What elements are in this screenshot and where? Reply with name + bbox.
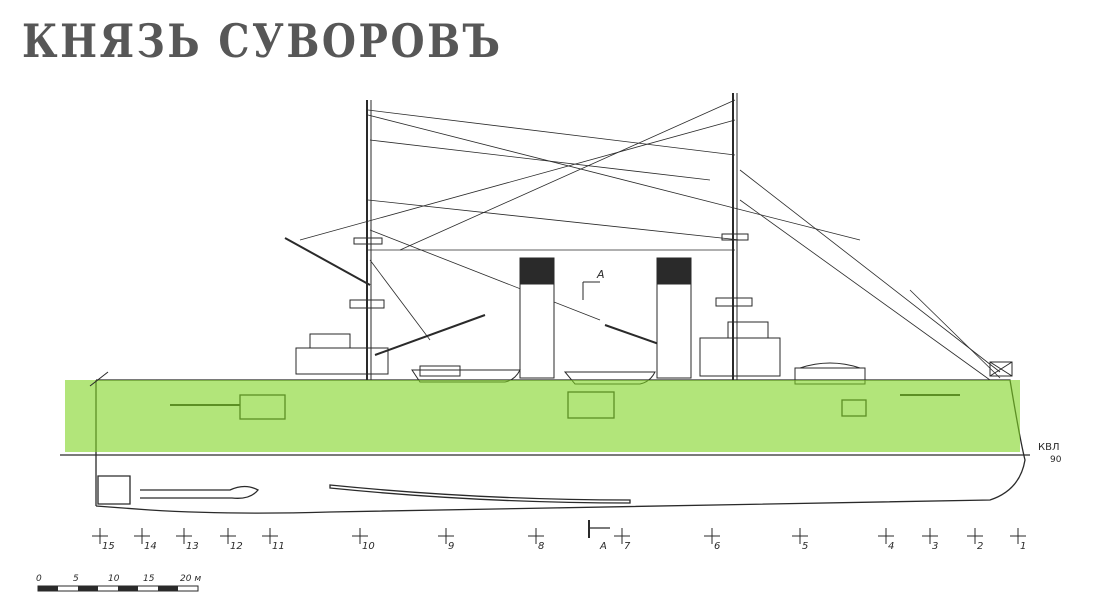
frame-label: 4 <box>888 541 894 552</box>
frame-label: 11 <box>272 541 285 552</box>
superstructure <box>295 321 866 385</box>
scale-tick-label: 20 м <box>180 574 201 584</box>
rigging-lines <box>299 99 1001 381</box>
frame-label: 13 <box>186 541 199 552</box>
scale-tick-label: 0 <box>36 574 42 584</box>
frame-station-10: 10 <box>352 528 375 552</box>
frame-station-1: 1 <box>1010 528 1026 552</box>
scale-tick-label: 10 <box>108 574 120 584</box>
boat-cranes <box>284 237 691 356</box>
highlight-band <box>65 380 1020 452</box>
frame-label: 15 <box>102 541 115 552</box>
frame-station-7: 7 <box>614 528 631 552</box>
frame-station-13: 13 <box>176 528 199 552</box>
draught-label: 90 <box>1050 455 1062 465</box>
frame-label: 8 <box>538 541 544 552</box>
fore-and-main-masts <box>349 93 753 380</box>
frame-station-A: A <box>599 541 607 552</box>
frame-station-4: 4 <box>878 528 894 552</box>
frame-station-3: 3 <box>922 528 938 552</box>
frame-label: 1 <box>1020 541 1026 552</box>
frame-label: 9 <box>448 541 454 552</box>
frame-station-2: 2 <box>967 528 983 552</box>
frame-label: 6 <box>714 541 720 552</box>
funnels <box>519 257 692 379</box>
frame-station-9: 9 <box>438 528 454 552</box>
frame-station-5: 5 <box>792 528 808 552</box>
waterline-label: КВЛ <box>1038 442 1059 453</box>
scale-tick-label: 15 <box>143 574 155 584</box>
frame-station-markers: 15 14 13 12 11 10 9 8 A 7 6 5 4 3 2 1 <box>92 528 1026 552</box>
frame-label: 14 <box>144 541 157 552</box>
frame-label: 10 <box>362 541 375 552</box>
frame-station-14: 14 <box>134 528 157 552</box>
frame-label: 3 <box>932 541 938 552</box>
frame-label: 2 <box>977 541 983 552</box>
scale-bar: 0 5 10 15 20 м <box>36 574 201 592</box>
frame-station-6: 6 <box>704 528 720 552</box>
section-marker-top <box>582 281 600 300</box>
frame-station-15: 15 <box>92 528 115 552</box>
frame-station-11: 11 <box>262 528 285 552</box>
frame-station-8: 8 <box>528 528 544 552</box>
frame-label: A <box>599 541 607 552</box>
frame-label: 12 <box>230 541 243 552</box>
flags <box>89 361 1013 387</box>
frame-station-12: 12 <box>220 528 243 552</box>
ship-name-title: КНЯЗЬ СУВОРОВЪ <box>22 14 503 68</box>
scale-tick-label: 5 <box>73 574 79 584</box>
frame-label: 5 <box>802 541 808 552</box>
section-marker-bottom <box>588 520 610 538</box>
frame-label: 7 <box>624 541 631 552</box>
section-marker-label: A <box>596 268 605 281</box>
